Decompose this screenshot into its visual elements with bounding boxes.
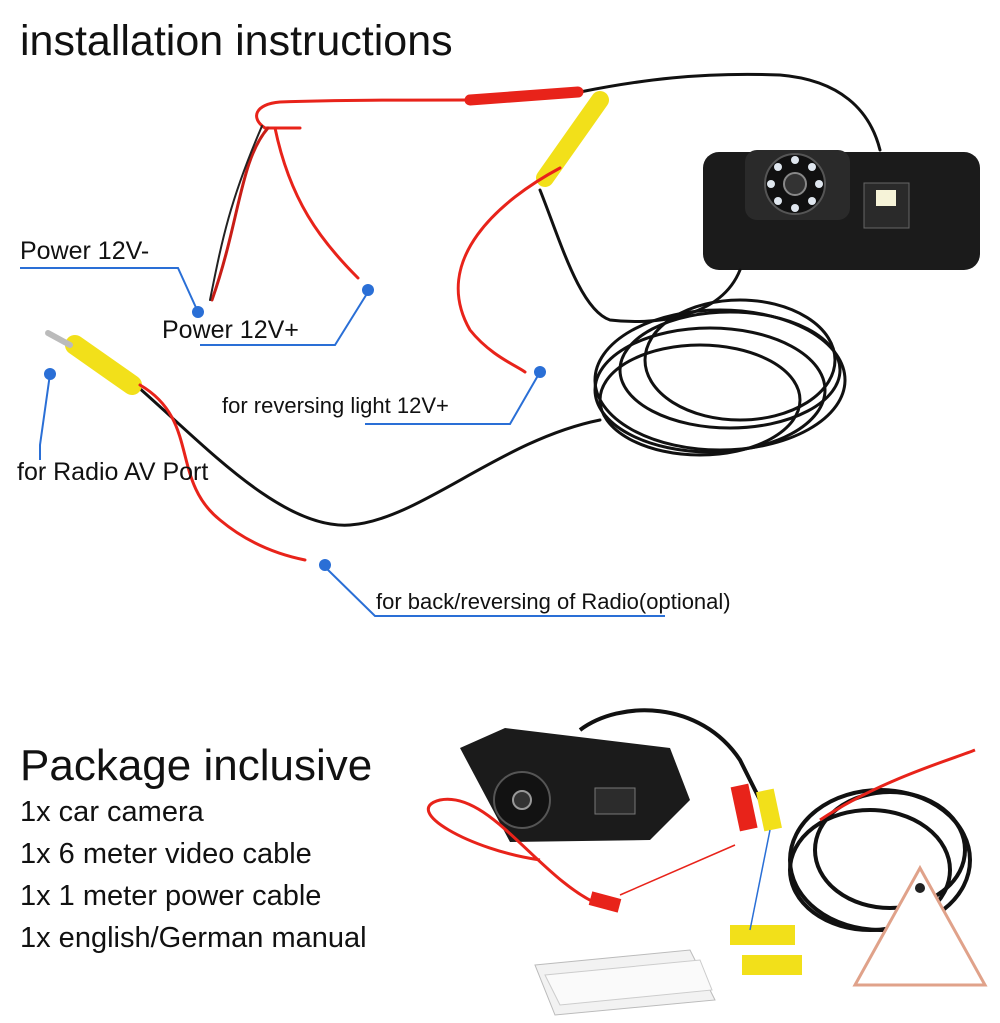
package-item: 1x english/German manual [20,922,367,954]
reversing-camera-illustration [703,150,980,270]
package-contents-illustration [426,708,988,1016]
label-power-positive: Power 12V+ [162,316,299,344]
cables [45,72,882,562]
package-item: 1x 6 meter video cable [20,838,312,870]
callout-dots [44,284,546,571]
callout-lines [20,267,665,617]
package-item: 1x 1 meter power cable [20,880,322,912]
label-power-negative: Power 12V- [20,237,150,265]
package-title: Package inclusive [20,741,373,790]
label-back-reversing-radio: for back/reversing of Radio(optional) [376,589,731,614]
label-reversing-light: for reversing light 12V+ [222,393,449,418]
label-radio-av-port: for Radio AV Port [17,458,209,486]
package-item: 1x car camera [20,796,204,828]
installation-title: installation instructions [20,17,453,65]
